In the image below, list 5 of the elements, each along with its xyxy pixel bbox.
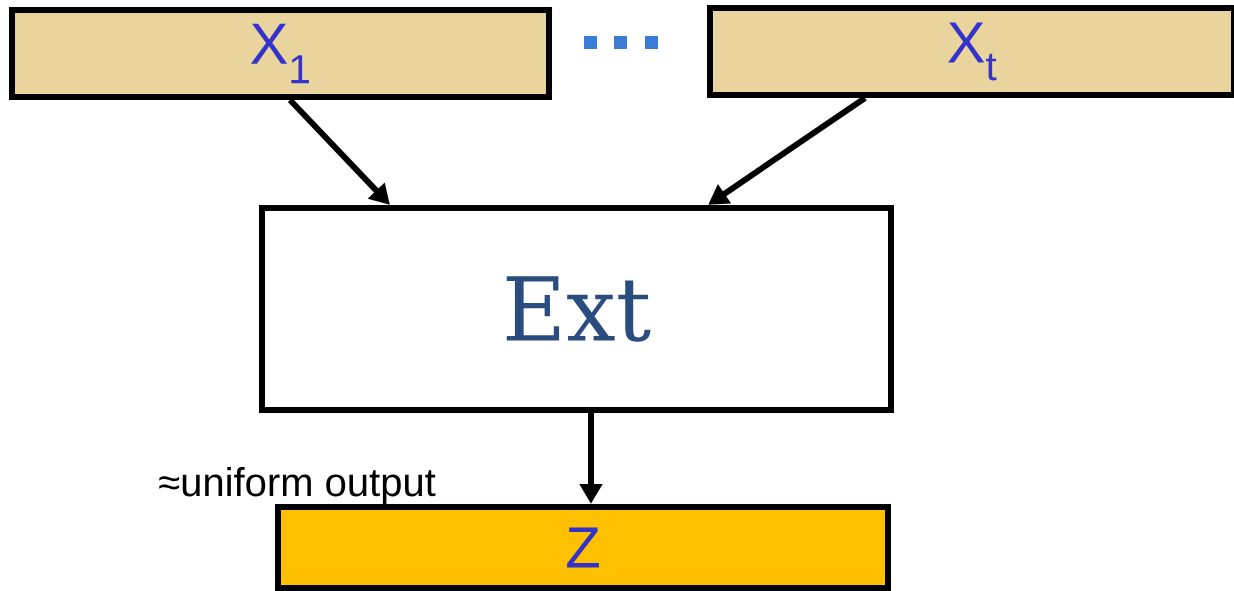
input-box: X$_{t}$ bbox=[707, 5, 1234, 98]
annotation-text: ≈uniform output bbox=[159, 467, 436, 505]
input-box: X$_{1}$ bbox=[9, 7, 552, 100]
extractor-box: Ext bbox=[259, 205, 894, 413]
output-box: Z bbox=[275, 504, 891, 591]
